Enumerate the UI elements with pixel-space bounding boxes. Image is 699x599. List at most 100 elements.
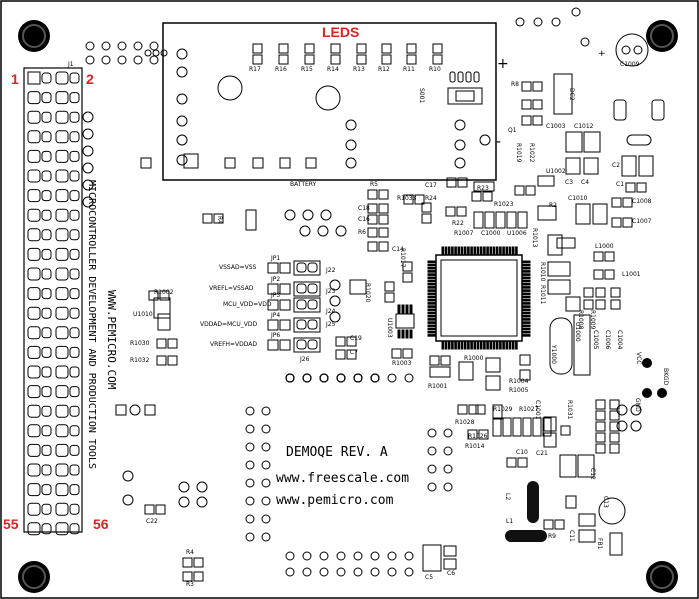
pad	[335, 336, 346, 347]
label-u1010: U1010	[133, 311, 153, 318]
pad	[532, 99, 543, 110]
led-pad	[356, 43, 367, 54]
label-r1005: R1005	[509, 387, 529, 394]
mcu-pin	[427, 302, 436, 305]
pad	[485, 357, 501, 373]
pad	[542, 417, 552, 437]
via	[285, 567, 295, 577]
j1-pad-small	[69, 386, 80, 398]
j1-pad-small	[69, 327, 80, 339]
pad	[484, 211, 495, 229]
pad	[610, 287, 621, 298]
label-r1000: R1000	[464, 355, 484, 362]
jumper-pad	[279, 283, 291, 295]
led-block	[140, 22, 497, 181]
label-dc2: DC2	[568, 88, 575, 101]
via	[117, 41, 127, 51]
pad	[492, 404, 503, 420]
label-r1027: R1027	[519, 406, 539, 413]
j1-pad	[27, 443, 41, 457]
testpoint-label: VCC	[635, 352, 642, 365]
via	[443, 482, 453, 492]
pad	[471, 191, 482, 202]
pad	[202, 213, 213, 224]
j1-pad-small	[41, 268, 52, 280]
j1-pad-small	[41, 92, 52, 104]
mcu-pin	[492, 341, 496, 350]
pin	[405, 304, 409, 314]
battery-label: BATTERY	[290, 181, 317, 188]
via	[133, 55, 143, 65]
mcu-pin	[427, 289, 436, 292]
pad	[144, 404, 156, 416]
pad	[485, 375, 501, 391]
j1-pad-small	[69, 307, 80, 319]
j1-pad-small	[69, 444, 80, 456]
mcu-pin	[522, 302, 531, 305]
plus-marker: +	[497, 56, 509, 72]
label-c5: C5	[425, 574, 434, 581]
pad	[565, 296, 581, 312]
label-r24: R24	[425, 195, 437, 202]
via	[285, 373, 295, 383]
j1-pad	[55, 306, 69, 320]
via	[245, 406, 255, 416]
jumper-pad	[267, 299, 279, 311]
j1-pad	[55, 110, 69, 124]
pad	[595, 399, 606, 410]
via	[302, 373, 312, 383]
led-pad	[381, 54, 392, 65]
label-c1012: C1012	[574, 123, 594, 130]
pad	[609, 443, 620, 454]
j1-pad	[55, 424, 69, 438]
via	[336, 567, 346, 577]
pad	[583, 287, 594, 298]
pad	[610, 299, 621, 310]
mcu-pin	[427, 298, 436, 302]
pad	[346, 336, 357, 347]
via	[370, 551, 380, 561]
via	[630, 404, 642, 416]
mcu-pin	[444, 246, 448, 255]
mcu-pin	[467, 341, 470, 350]
j1-pad-small	[41, 444, 52, 456]
mcu-pin	[522, 270, 531, 273]
mcu-pin	[522, 292, 531, 296]
pad	[421, 202, 432, 213]
mcu-pin	[463, 246, 467, 255]
jumper-pad	[279, 299, 291, 311]
via	[302, 567, 312, 577]
label-r1003: R1003	[392, 360, 412, 367]
label-r2: R2	[549, 202, 557, 209]
mcu-pin	[427, 292, 436, 296]
mcu-pin	[427, 305, 436, 308]
pad	[349, 279, 367, 295]
mcu-pin	[457, 341, 461, 350]
label-l1001: L1001	[622, 271, 641, 278]
jumper-pad	[279, 339, 291, 351]
via	[245, 532, 255, 542]
via	[261, 442, 271, 452]
pad	[440, 355, 451, 366]
j1-pad	[55, 169, 69, 183]
pad	[595, 299, 606, 310]
via	[427, 482, 437, 492]
top-via-row	[85, 41, 168, 65]
j1-pad	[55, 71, 69, 85]
via-grids	[82, 7, 642, 577]
mcu-pin	[505, 246, 509, 255]
label-r1022: R1022	[528, 143, 535, 163]
label-l1: L1	[506, 518, 514, 525]
pad	[595, 432, 606, 443]
label-r1002: R1002	[154, 289, 174, 296]
via	[404, 551, 414, 561]
mcu-pin	[427, 321, 436, 324]
via	[122, 494, 134, 506]
jumper-ref: JP2	[271, 276, 281, 283]
via	[144, 49, 152, 57]
j1-pad-small	[41, 327, 52, 339]
j1-pad	[27, 287, 41, 301]
j1-pad-small	[69, 170, 80, 182]
jumper-header	[293, 297, 321, 313]
via	[404, 373, 414, 383]
